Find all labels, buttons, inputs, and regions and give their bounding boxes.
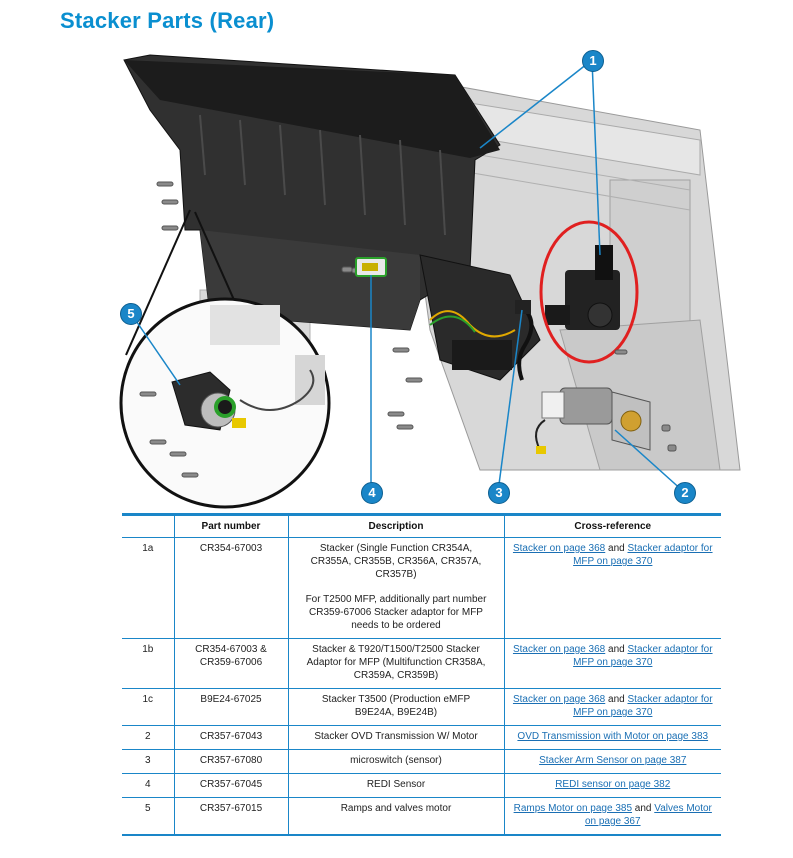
row-part-number: B9E24-67025 [173, 688, 288, 726]
microswitch-part [515, 300, 534, 381]
callout-5: 5 [120, 303, 142, 325]
xref-link[interactable]: Stacker adaptor for MFP on page 370 [573, 694, 713, 718]
row-id: 1a [122, 537, 174, 639]
row-part-number: CR357-67043 [173, 725, 288, 750]
xref-link[interactable]: Valves Motor on page 367 [584, 803, 712, 827]
row-part-number: CR354-67003 [173, 537, 288, 639]
xref-and: and [605, 694, 628, 705]
row-cross-reference: Stacker on page 368 and Stacker adaptor … [503, 537, 721, 639]
row-part-number: CR357-67080 [173, 749, 288, 774]
header-part-number: Part number [173, 514, 288, 538]
row-description: REDI Sensor [287, 773, 504, 798]
header-id [122, 514, 174, 538]
table-header-row: Part number Description Cross-reference [122, 514, 721, 538]
row-cross-reference: Stacker on page 368 and Stacker adaptor … [503, 638, 721, 689]
row-description-text: Stacker (Single Function CR354A, CR355A,… [310, 543, 482, 580]
loose-screws [156, 181, 677, 452]
page-title: Stacker Parts (Rear) [60, 8, 275, 33]
xref-and: and [605, 543, 628, 554]
xref-link[interactable]: Stacker Arm Sensor on page 387 [539, 755, 687, 766]
row-part-number: CR357-67045 [173, 773, 288, 798]
table-row: 4 CR357-67045 REDI Sensor REDI sensor on… [122, 773, 721, 798]
header-cross-reference: Cross-reference [503, 514, 721, 538]
row-id: 4 [122, 773, 174, 798]
row-id: 1c [122, 688, 174, 726]
xref-link[interactable]: REDI sensor on page 382 [555, 779, 671, 790]
table-row: 3 CR357-67080 microswitch (sensor) Stack… [122, 749, 721, 774]
header-description: Description [287, 514, 504, 538]
row-cross-reference: REDI sensor on page 382 [503, 773, 721, 798]
row-id: 5 [122, 797, 174, 835]
xref-and: and [632, 803, 655, 814]
callout-4: 4 [361, 482, 383, 504]
detail-magnifier [119, 209, 331, 509]
row-description: Ramps and valves motor [287, 797, 504, 835]
xref-link[interactable]: Ramps Motor on page 385 [513, 803, 633, 814]
row-cross-reference: Stacker Arm Sensor on page 387 [503, 749, 721, 774]
row-description: microswitch (sensor) [287, 749, 504, 774]
leader-lines [129, 59, 685, 493]
table-row: 1b CR354-67003 & CR359-67006 Stacker & T… [122, 638, 721, 689]
xref-link[interactable]: Stacker adaptor for MFP on page 370 [573, 644, 713, 668]
row-cross-reference: Ramps Motor on page 385 and Valves Motor… [503, 797, 721, 835]
xref-link[interactable]: OVD Transmission with Motor on page 383 [517, 731, 709, 742]
xref-link[interactable]: Stacker on page 368 [512, 694, 606, 705]
row-description: Stacker T3500 (Production eMFP B9E24A, B… [287, 688, 504, 726]
row-id: 1b [122, 638, 174, 689]
table-row: 5 CR357-67015 Ramps and valves motor Ram… [122, 797, 721, 835]
row-id: 3 [122, 749, 174, 774]
row-id: 2 [122, 725, 174, 750]
row-cross-reference: OVD Transmission with Motor on page 383 [503, 725, 721, 750]
xref-and: and [605, 644, 628, 655]
table-row: 2 CR357-67043 Stacker OVD Transmission W… [122, 725, 721, 750]
highlighted-stacker-arm [539, 220, 639, 364]
row-cross-reference: Stacker on page 368 and Stacker adaptor … [503, 688, 721, 726]
xref-link[interactable]: Stacker on page 368 [512, 543, 606, 554]
exploded-view-figure: 1 2 3 4 5 [0, 40, 793, 510]
row-part-number: CR354-67003 & CR359-67006 [173, 638, 288, 689]
table-row: 1a CR354-67003 Stacker (Single Function … [122, 537, 721, 639]
redi-sensor-part [355, 257, 387, 277]
xref-link[interactable]: Stacker adaptor for MFP on page 370 [573, 543, 713, 567]
xref-link[interactable]: Stacker on page 368 [512, 644, 606, 655]
callout-3: 3 [488, 482, 510, 504]
callout-1: 1 [582, 50, 604, 72]
row-description: Stacker (Single Function CR354A, CR355A,… [287, 537, 504, 639]
row-description-note: For T2500 MFP, additionally part number … [305, 594, 487, 631]
table-row: 1c B9E24-67025 Stacker T3500 (Production… [122, 688, 721, 726]
row-description: Stacker & T920/T1500/T2500 Stacker Adapt… [287, 638, 504, 689]
row-part-number: CR357-67015 [173, 797, 288, 835]
row-description: Stacker OVD Transmission W/ Motor [287, 725, 504, 750]
callout-2: 2 [674, 482, 696, 504]
parts-table: Part number Description Cross-reference … [122, 513, 721, 836]
